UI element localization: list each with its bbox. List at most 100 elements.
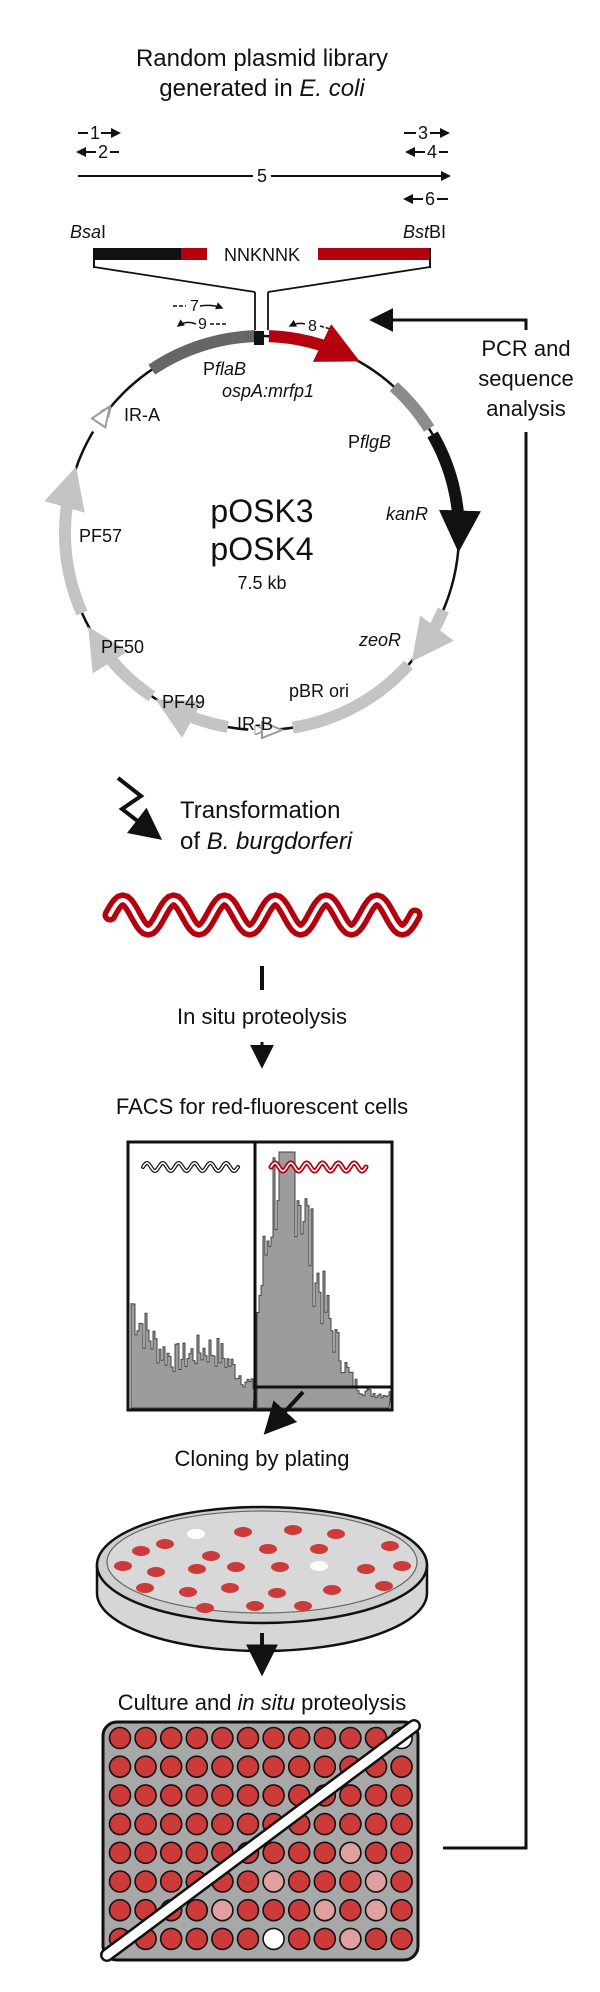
bsai-site-label: BsaI [70, 222, 106, 242]
lightning-bolt-icon [116, 776, 163, 840]
plate-well [159, 1755, 183, 1778]
plate-well [390, 1812, 413, 1836]
title-line-1: Random plasmid library [136, 45, 388, 72]
colony-red [294, 1601, 312, 1611]
primer-4: 4 [405, 142, 448, 162]
plate-well [159, 1726, 183, 1750]
plate-well [390, 1755, 413, 1778]
plate-well [134, 1726, 157, 1750]
svg-text:2: 2 [98, 142, 108, 162]
plate-well [313, 1755, 337, 1778]
plate-well [236, 1927, 260, 1951]
primer-9-label: 9 [198, 316, 207, 333]
plate-well [262, 1870, 285, 1893]
insert-red-segment-right [318, 248, 430, 260]
plate-well [339, 1927, 362, 1951]
colony-white [187, 1529, 205, 1539]
plate-well [134, 1784, 157, 1807]
pflgb-label: PflgB [348, 432, 391, 452]
colony-red [327, 1529, 345, 1539]
plasmid-size: 7.5 kb [237, 573, 286, 593]
random-sequence: NNKNNK [224, 245, 300, 265]
plate-well [364, 1841, 388, 1865]
insert-red-segment-left [181, 248, 207, 260]
pflgb-arc [389, 382, 435, 432]
plate-well [211, 1784, 234, 1807]
petri-dish [95, 1505, 429, 1653]
primer-2: 2 [76, 142, 119, 162]
colony-red [246, 1601, 264, 1611]
primer-map: 1 2 3 4 5 6 [76, 123, 451, 209]
insert-construct: BsaI BstBI NNKNNK [70, 222, 446, 330]
pf50-arrow [88, 626, 156, 702]
arrow-to-cloning [263, 1390, 305, 1435]
plate-well [287, 1927, 311, 1951]
plate-well [287, 1898, 311, 1922]
ir-a-arrowhead [90, 404, 112, 429]
plate-well [364, 1870, 388, 1893]
plate-well [108, 1726, 132, 1750]
svg-text:1: 1 [90, 123, 100, 143]
plate-well [313, 1898, 337, 1922]
svg-text:4: 4 [427, 142, 437, 162]
plate-well [211, 1755, 234, 1778]
plate-well [211, 1812, 234, 1836]
plate-well [262, 1726, 285, 1750]
plasmid-name-2: pOSK4 [210, 531, 313, 567]
plate-well [185, 1726, 209, 1750]
plate-well [313, 1812, 337, 1836]
zoom-line-left [93, 266, 256, 293]
plate-well [236, 1784, 260, 1807]
colony-red [323, 1585, 341, 1595]
colony-red [221, 1583, 239, 1593]
plate-well [159, 1870, 183, 1893]
transformation-line-1: Transformation [180, 797, 341, 824]
plate-well [339, 1898, 362, 1922]
plate-well [211, 1898, 234, 1922]
primer-5: 5 [78, 166, 451, 186]
plate-well [313, 1870, 337, 1893]
colony-red [284, 1525, 302, 1535]
title-line-2: generated in E. coli [159, 75, 365, 102]
ir-a-label: IR-A [124, 405, 160, 425]
plate-well [262, 1841, 285, 1865]
colony-red [310, 1544, 328, 1554]
primer-3: 3 [404, 123, 450, 143]
colony-red [227, 1562, 245, 1572]
well-plate [100, 1719, 421, 1962]
pf49-arrow [155, 699, 229, 738]
plate-well [185, 1927, 209, 1951]
plate-well [236, 1898, 260, 1922]
plate-well [287, 1870, 311, 1893]
plate-well [364, 1784, 388, 1807]
plate-well [390, 1870, 413, 1893]
plasmid-name-1: pOSK3 [210, 493, 313, 529]
plate-well [159, 1841, 183, 1865]
primers-7-8-9: 7 9 8 [173, 298, 335, 335]
pbr-ori-label: pBR ori [289, 681, 349, 701]
plate-well [390, 1784, 413, 1807]
plate-well [287, 1726, 311, 1750]
plate-well [287, 1841, 311, 1865]
ir-b-label: IR-B [237, 714, 273, 734]
plate-well [313, 1726, 337, 1750]
svg-text:6: 6 [425, 189, 435, 209]
plate-well [159, 1812, 183, 1836]
colony-red [179, 1587, 197, 1597]
colony-red [234, 1527, 252, 1537]
plasmid-map: pOSK3 pOSK4 7.5 kb PflaB ospA:mrfp1 Pflg… [44, 324, 481, 740]
feedback-loop: PCR and sequence analysis [369, 308, 590, 1850]
facs-histogram [126, 1140, 394, 1412]
plate-well [108, 1898, 132, 1922]
plate-well [108, 1841, 132, 1865]
plate-well [134, 1870, 157, 1893]
colony-red [202, 1551, 220, 1561]
ir-b-arrowhead [261, 720, 285, 740]
plate-well [185, 1784, 209, 1807]
zeor-arrow [411, 607, 454, 662]
culture-label: Culture and in situ proteolysis [118, 1690, 407, 1715]
colony-red [271, 1562, 289, 1572]
ospa-mrfp1-arrow [268, 324, 360, 362]
pflab-label: PflaB [203, 359, 246, 379]
plate-well [339, 1870, 362, 1893]
